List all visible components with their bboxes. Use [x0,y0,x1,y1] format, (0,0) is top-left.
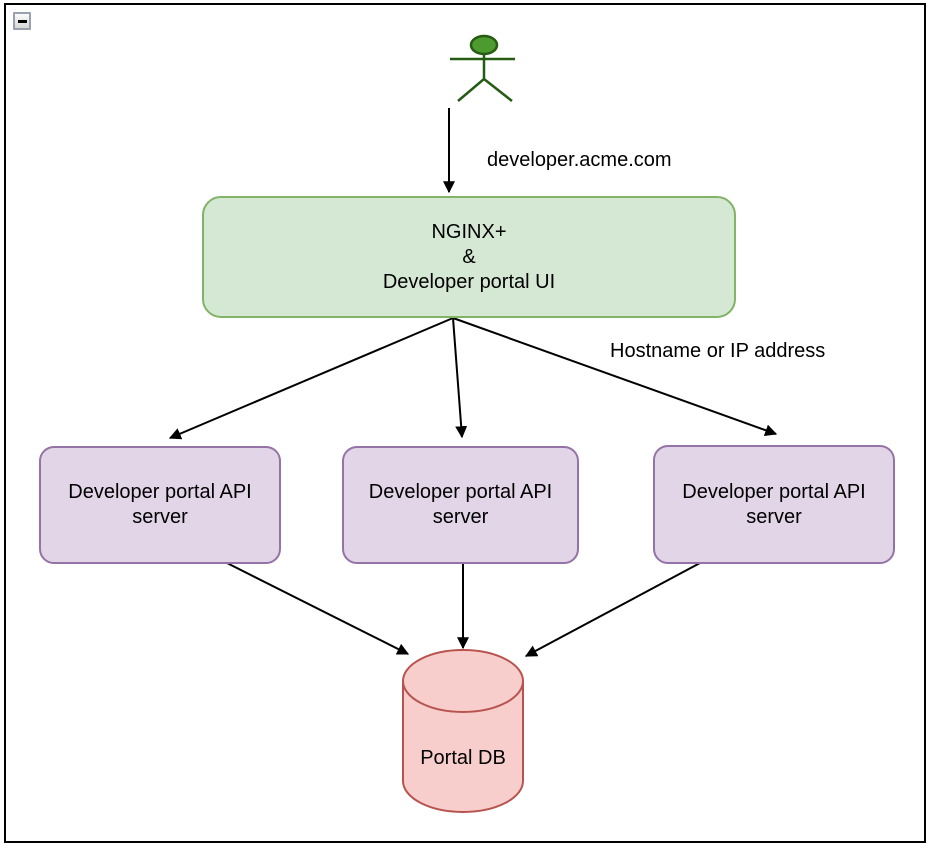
api-server-node-3[interactable] [653,445,895,564]
api-server-node-2[interactable] [342,446,579,564]
user-actor-icon[interactable] [450,34,515,102]
db-cylinder-top-arc [402,680,524,713]
edge-server-3-to-db[interactable] [524,562,701,657]
edge-label-hostname[interactable]: Hostname or IP address [610,340,826,362]
edge-gateway-to-server-1[interactable] [168,317,454,440]
minus-icon [17,19,27,23]
edge-server-1-to-db[interactable] [226,562,410,655]
db-cylinder-body [402,649,524,813]
diagram-border [4,3,926,843]
actor-body [450,54,515,102]
collapse-button[interactable] [13,12,31,30]
portal-db-node[interactable] [402,649,524,813]
edge-gateway-to-server-2[interactable] [452,317,468,439]
edge-gateway-to-server-3[interactable] [452,317,778,436]
actor-head [469,34,499,56]
edge-label-domain[interactable]: developer.acme.com [487,149,672,171]
api-server-node-1[interactable] [39,446,281,564]
gateway-node[interactable] [202,196,736,318]
